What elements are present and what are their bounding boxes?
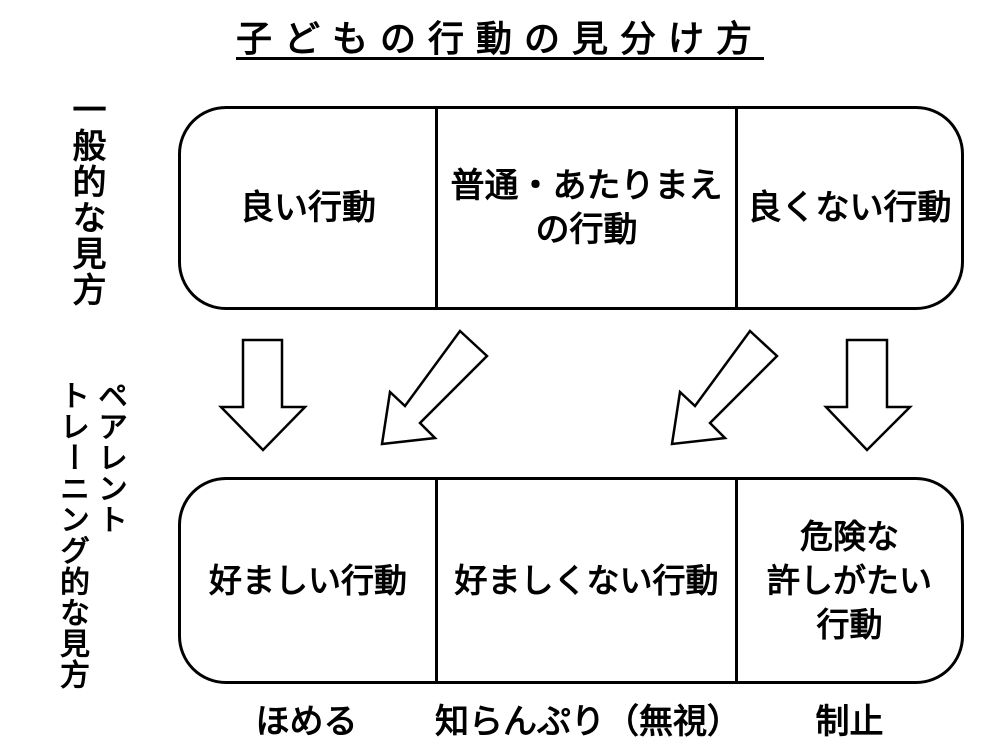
- general-view-label: 一般的な見方: [66, 92, 106, 308]
- down-arrow-right: [823, 338, 914, 452]
- down-arrow-left: [218, 338, 308, 452]
- response-stop: 制止: [815, 702, 884, 742]
- parent-training-view-label: ペアレント トレーニング的な見方: [54, 380, 127, 690]
- diagonal-arrow-middle-right: [670, 329, 779, 446]
- good-behavior-cell: 良い行動: [181, 109, 438, 307]
- parent-training-view-box: 好ましい行動 好ましくない行動 危険な 許しがたい 行動: [178, 477, 964, 684]
- general-view-box: 良い行動 普通・あたりまえ の行動 良くない行動: [178, 106, 964, 310]
- diagram-title: 子どもの行動の見分け方: [235, 19, 764, 60]
- response-praise: ほめる: [255, 702, 358, 742]
- bad-behavior-cell: 良くない行動: [747, 188, 952, 228]
- dangerous-behavior-cell: 危険な 許しがたい 行動: [767, 516, 932, 644]
- diagonal-arrow-middle-left: [380, 329, 489, 446]
- desirable-behavior-cell: 好ましい行動: [181, 480, 438, 681]
- ordinary-behavior-cell: 普通・あたりまえ の行動: [438, 109, 738, 307]
- undesirable-behavior-cell: 好ましくない行動: [438, 480, 738, 681]
- response-ignore: 知らんぷり（無視）: [435, 702, 741, 742]
